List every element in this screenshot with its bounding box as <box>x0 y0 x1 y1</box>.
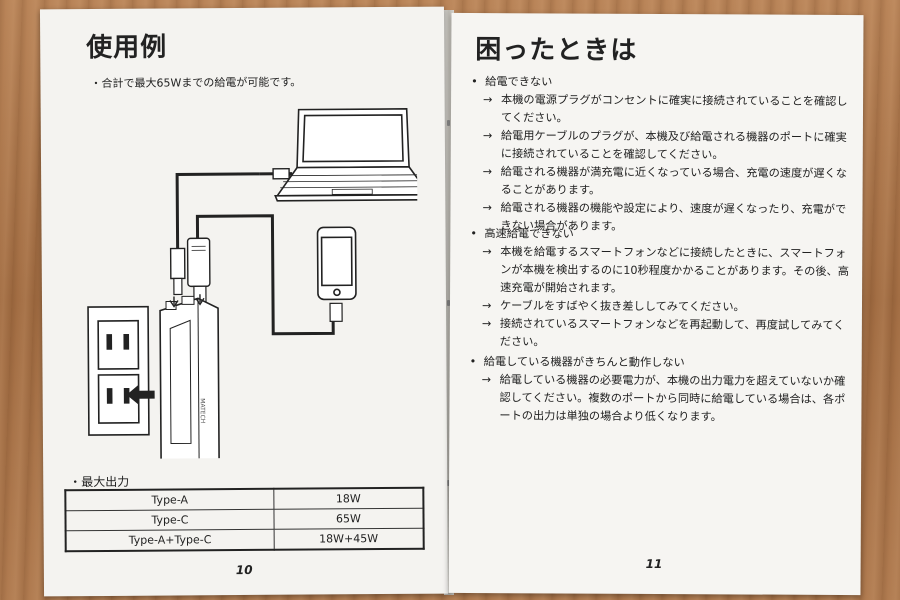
page-title: 使用例 <box>86 32 168 64</box>
port-output: 18W+45W <box>273 528 424 550</box>
troubleshoot-section: •給電している機器がきちんと動作しない →給電している機器の必要電力が、本機の出… <box>469 353 849 427</box>
port-output: 65W <box>273 508 424 530</box>
wall-outlet-icon <box>87 305 150 436</box>
page-number: 11 <box>645 556 663 572</box>
port-type: Type-A+Type-C <box>65 529 275 552</box>
list-item: 給電している機器の必要電力が、本機の出力電力を超えていないか確認してください。複… <box>499 373 846 424</box>
output-note: ・合計で最大65Wまでの給電が可能です。 <box>90 75 302 91</box>
section-title: 高速給電できない <box>484 227 574 241</box>
page-number: 10 <box>235 562 253 578</box>
list-item: 本機の電源プラグがコンセントに確実に接続されていることを確認してください。 <box>500 93 848 125</box>
binding-stitch <box>447 300 450 306</box>
smartphone-icon <box>316 226 357 323</box>
list-item: ケーブルをすばやく抜き差ししてみてください。 <box>499 299 745 314</box>
laptop-icon <box>274 108 420 202</box>
port-type: Type-C <box>65 509 274 531</box>
page-title: 困ったときは <box>475 35 638 66</box>
port-output: 18W <box>273 487 424 510</box>
port-type: Type-A <box>65 488 274 511</box>
binding-stitch <box>447 120 450 126</box>
power-bank-icon <box>159 295 220 460</box>
arrow-icon <box>126 384 155 405</box>
usb-plug-icon <box>169 247 186 280</box>
list-item: 給電される機器が満充電に近くなっている場合、充電の速度が遅くなることがあります。 <box>500 165 847 197</box>
troubleshoot-section: •高速給電できない →本機を給電するスマートフォンなどに接続したときに、スマート… <box>470 225 851 353</box>
troubleshoot-section: •給電できない →本機の電源プラグがコンセントに確実に接続されていることを確認し… <box>470 73 851 237</box>
list-item: 給電用ケーブルのプラグが、本機及び給電される機器のポートに確実に接続されているこ… <box>500 129 847 162</box>
max-output-label: ・最大出力 <box>69 474 130 490</box>
list-item: 接続されているスマートフォンなどを再起動して、再度試してみてください。 <box>499 317 845 349</box>
usb-plug-icon <box>186 237 211 288</box>
right-page: 困ったときは •給電できない →本機の電源プラグがコンセントに確実に接続されてい… <box>448 12 864 596</box>
section-title: 給電できない <box>485 75 553 89</box>
left-page: 使用例 ・合計で最大65Wまでの給電が可能です。 <box>39 6 449 597</box>
device-brand-label: MATECH <box>199 398 206 423</box>
usage-illustration: MATECH <box>87 108 420 460</box>
list-item: 本機を給電するスマートフォンなどに接続したときに、スマートフォンが本機を検出する… <box>500 245 849 295</box>
section-title: 給電している機器がきちんと動作しない <box>483 355 685 370</box>
